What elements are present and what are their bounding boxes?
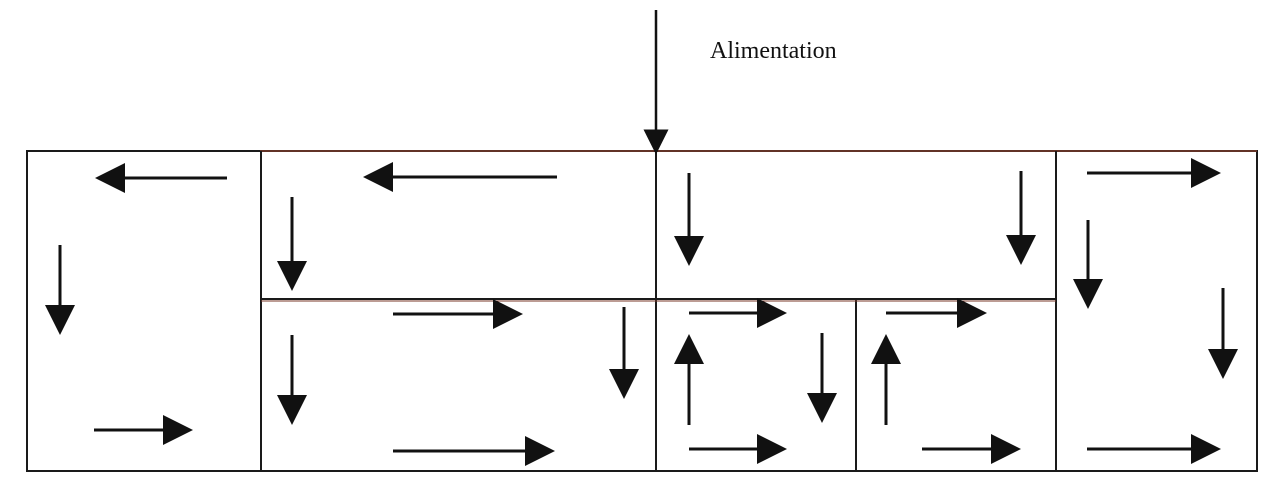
feed-label: Alimentation xyxy=(710,38,837,64)
outer-frame xyxy=(26,150,1258,472)
flow-arrows xyxy=(45,10,1238,466)
compartment-walls xyxy=(26,150,1258,472)
